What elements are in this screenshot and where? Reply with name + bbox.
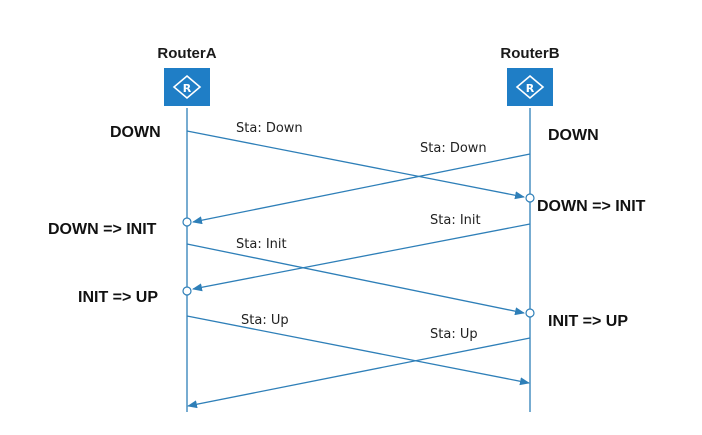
router-a-state-down-init: DOWN => INIT — [48, 221, 157, 238]
message-label-b-to-a-init: Sta: Init — [430, 213, 481, 228]
message-arrow-b-to-a-up — [187, 337, 531, 409]
svg-text:R: R — [183, 82, 192, 95]
router-b-state-down-init: DOWN => INIT — [537, 198, 646, 215]
router-b-state-init-up: INIT => UP — [548, 313, 628, 330]
state-dot-b-init-up — [525, 308, 535, 318]
message-arrow-a-to-b-down — [186, 130, 525, 200]
state-dot-a-down-init — [182, 217, 192, 227]
message-arrow-b-to-a-down — [192, 153, 531, 225]
state-dot-b-down-init — [525, 193, 535, 203]
router-b-name: RouterB — [500, 45, 559, 62]
message-label-b-to-a-down: Sta: Down — [420, 141, 487, 156]
message-label-a-to-b-down: Sta: Down — [236, 121, 303, 136]
router-b-state-down: DOWN — [548, 127, 599, 144]
message-label-a-to-b-up: Sta: Up — [241, 313, 289, 328]
message-label-b-to-a-up: Sta: Up — [430, 327, 478, 342]
svg-text:R: R — [526, 82, 535, 95]
message-arrow-a-to-b-up — [186, 315, 530, 386]
router-a-icon: R — [164, 68, 210, 106]
router-b-icon: R — [507, 68, 553, 106]
message-arrow-b-to-a-init — [192, 223, 531, 292]
router-a-name: RouterA — [157, 45, 216, 62]
router-a-state-init-up: INIT => UP — [78, 289, 158, 306]
message-arrow-a-to-b-init — [186, 243, 525, 316]
router-a-state-down: DOWN — [110, 124, 161, 141]
message-label-a-to-b-init: Sta: Init — [236, 237, 287, 252]
state-dot-a-init-up — [182, 286, 192, 296]
